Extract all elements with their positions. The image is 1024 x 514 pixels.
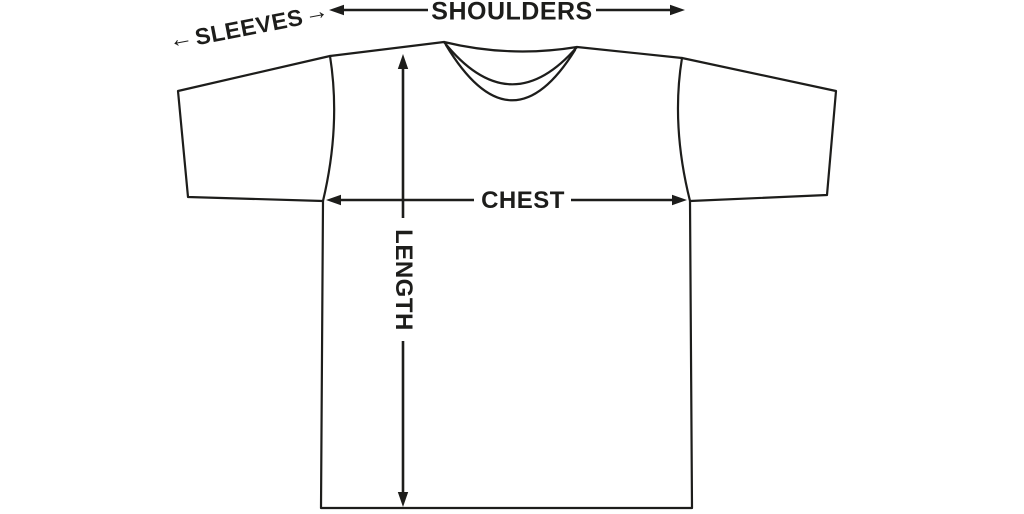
tshirt-outline bbox=[176, 40, 838, 510]
right-armhole-seam bbox=[676, 56, 692, 203]
shoulders-arrow-left-head bbox=[329, 4, 344, 16]
sleeves-left-arrow-icon: ← bbox=[166, 23, 196, 55]
chest-arrow-right-head bbox=[672, 194, 687, 206]
length-label: LENGTH bbox=[390, 229, 417, 331]
chest-label: CHEST bbox=[481, 187, 565, 214]
collar-inner-seam bbox=[442, 40, 579, 86]
left-armhole-seam bbox=[321, 54, 336, 203]
sleeves-right-arrow-icon: → bbox=[301, 0, 332, 28]
length-arrow-bottom-head bbox=[397, 492, 409, 507]
length-arrow-top-head bbox=[397, 54, 409, 69]
shoulders-label: SHOULDERS bbox=[431, 0, 593, 26]
chest-arrow-left-head bbox=[326, 194, 341, 206]
collar-band-edge bbox=[444, 43, 577, 102]
shoulders-arrow-right-head bbox=[670, 4, 685, 16]
